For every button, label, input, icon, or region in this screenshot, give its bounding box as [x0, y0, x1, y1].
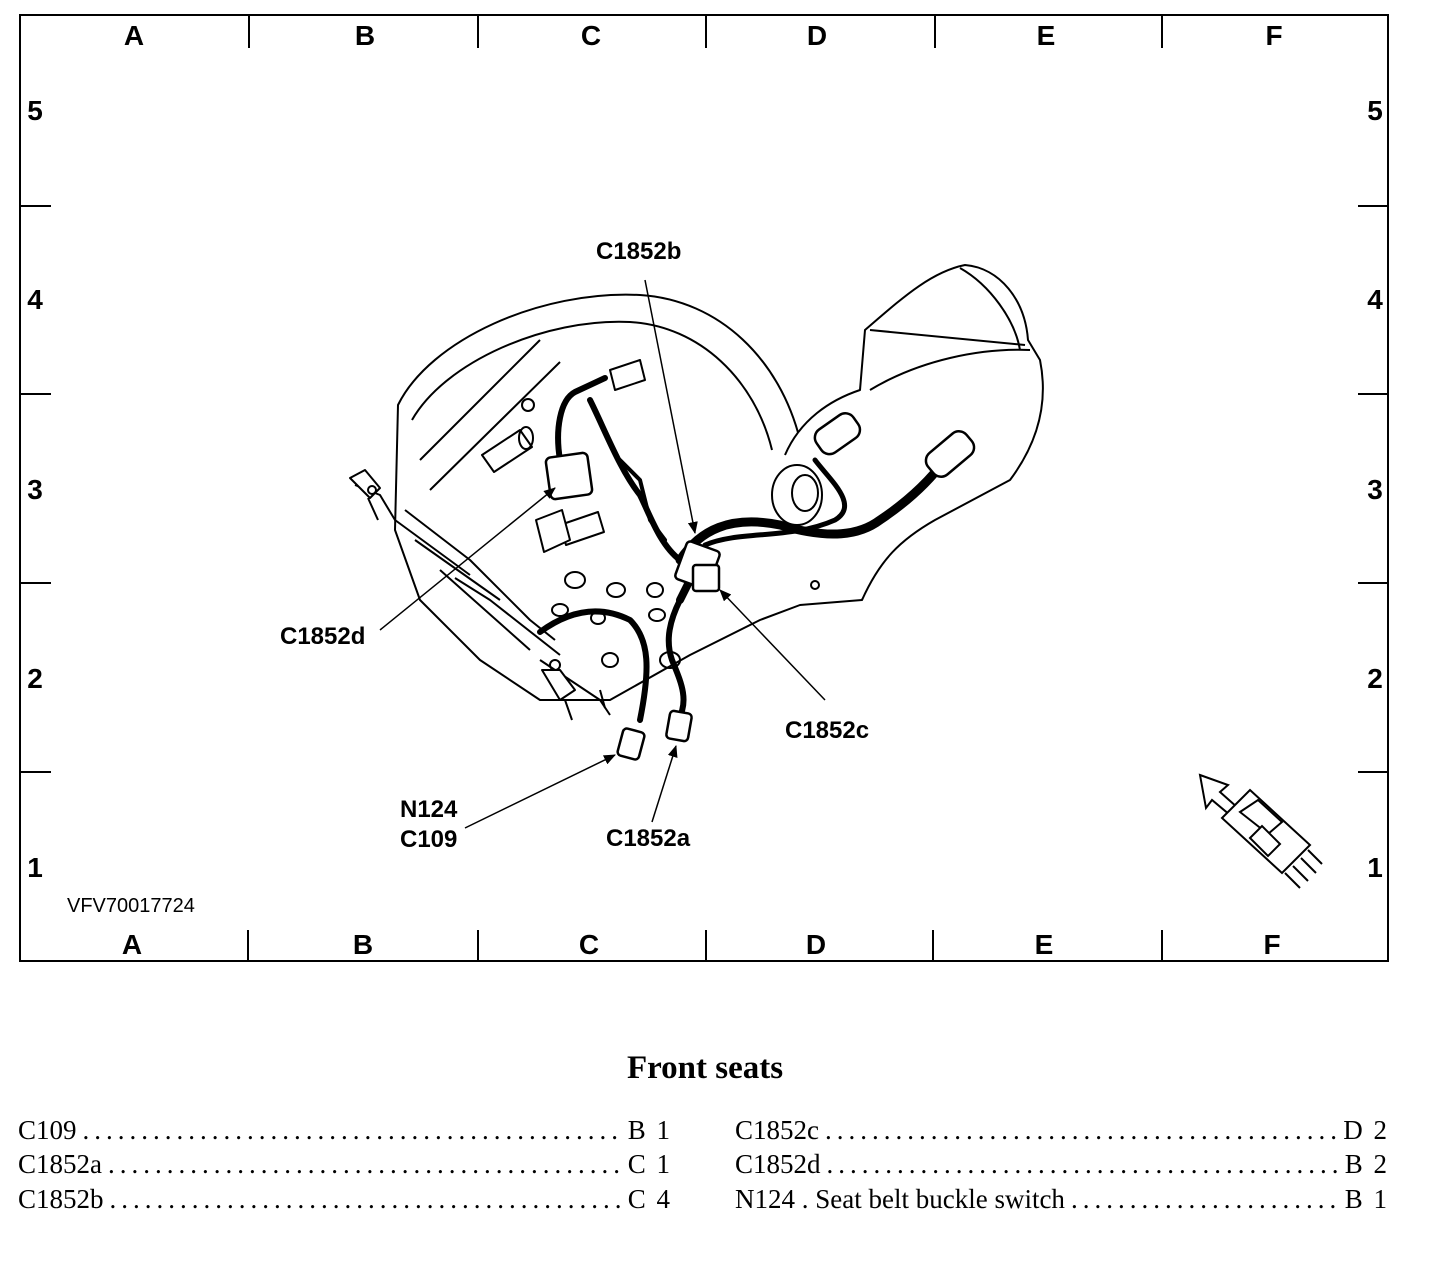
- legend-title: Front seats: [626, 1050, 784, 1086]
- legend-item-name: C109: [18, 1115, 77, 1145]
- legend-item-location: B 2: [1344, 1149, 1387, 1179]
- connectors: [544, 412, 976, 761]
- legend-item-location: D 2: [1343, 1115, 1387, 1145]
- callout-c1852b: C1852b: [596, 238, 682, 265]
- grid-col-top-d: D: [806, 20, 828, 51]
- legend-dot-leader: ........................................…: [82, 1115, 622, 1145]
- grid-row-right-3: 3: [1367, 474, 1383, 505]
- grid-row-left-1: 1: [27, 852, 43, 883]
- callout-c1852a: C1852a: [606, 825, 691, 852]
- legend-item-name: C1852d: [735, 1149, 821, 1179]
- grid-col-top-f: F: [1265, 20, 1283, 51]
- legend-dot-leader: ........................................…: [108, 1149, 622, 1179]
- grid-row-right-5: 5: [1367, 95, 1383, 126]
- legend-item-name: C1852b: [18, 1184, 104, 1214]
- diagram-frame: [19, 14, 1389, 962]
- legend-item-location: B 1: [627, 1115, 670, 1145]
- legend-item-left-1: C1852a .................................…: [18, 1147, 670, 1181]
- grid-col-bottom-c: C: [578, 929, 600, 960]
- grid-col-top-c: C: [580, 20, 602, 51]
- legend-item-location: B 1: [1344, 1184, 1387, 1214]
- grid-col-bottom-d: D: [805, 929, 827, 960]
- wiring-harness: [537, 375, 950, 723]
- legend-dot-leader: ........................................…: [109, 1184, 622, 1214]
- callout-c1852d: C1852d: [280, 623, 366, 650]
- grid-col-top-b: B: [354, 20, 376, 51]
- grid-col-bottom-a: A: [121, 929, 143, 960]
- grid-row-right-2: 2: [1367, 663, 1383, 694]
- legend-dot-leader: ........................................…: [825, 1115, 1338, 1145]
- grid-row-left-4: 4: [27, 284, 43, 315]
- vehicle-orientation-icon: [1198, 773, 1323, 889]
- legend-item-left-2: C1852b .................................…: [18, 1182, 670, 1216]
- legend-dot-leader: ........................................…: [1070, 1184, 1339, 1214]
- legend-item-name: C1852c: [735, 1115, 819, 1145]
- legend-item-name: C1852a: [18, 1149, 102, 1179]
- grid-ticks: [20, 16, 1389, 962]
- image-reference-code: VFV70017724: [67, 895, 195, 917]
- grid-row-left-3: 3: [27, 474, 43, 505]
- grid-col-top-a: A: [123, 20, 145, 51]
- grid-col-bottom-f: F: [1263, 929, 1281, 960]
- legend-item-location: C 1: [627, 1149, 670, 1179]
- leader-arrows: [379, 279, 826, 829]
- grid-row-left-5: 5: [27, 95, 43, 126]
- legend-item-right-2: N124 . Seat belt buckle switch .........…: [735, 1182, 1387, 1216]
- grid-col-top-e: E: [1036, 20, 1056, 51]
- legend-item-name: N124 . Seat belt buckle switch: [735, 1184, 1065, 1214]
- legend-item-left-0: C109 ...................................…: [18, 1113, 670, 1147]
- legend-item-right-0: C1852c .................................…: [735, 1113, 1387, 1147]
- grid-col-bottom-b: B: [352, 929, 374, 960]
- legend-dot-leader: ........................................…: [826, 1149, 1339, 1179]
- legend-item-right-1: C1852d .................................…: [735, 1147, 1387, 1181]
- legend-item-location: C 4: [627, 1184, 670, 1214]
- callout-n124: N124: [400, 796, 458, 823]
- grid-row-right-4: 4: [1367, 284, 1383, 315]
- callout-c109: C109: [400, 826, 458, 853]
- grid-row-right-1: 1: [1367, 852, 1383, 883]
- grid-row-left-2: 2: [27, 663, 43, 694]
- seat-outline: [349, 264, 1044, 721]
- callout-c1852c: C1852c: [785, 717, 870, 744]
- grid-col-bottom-e: E: [1034, 929, 1054, 960]
